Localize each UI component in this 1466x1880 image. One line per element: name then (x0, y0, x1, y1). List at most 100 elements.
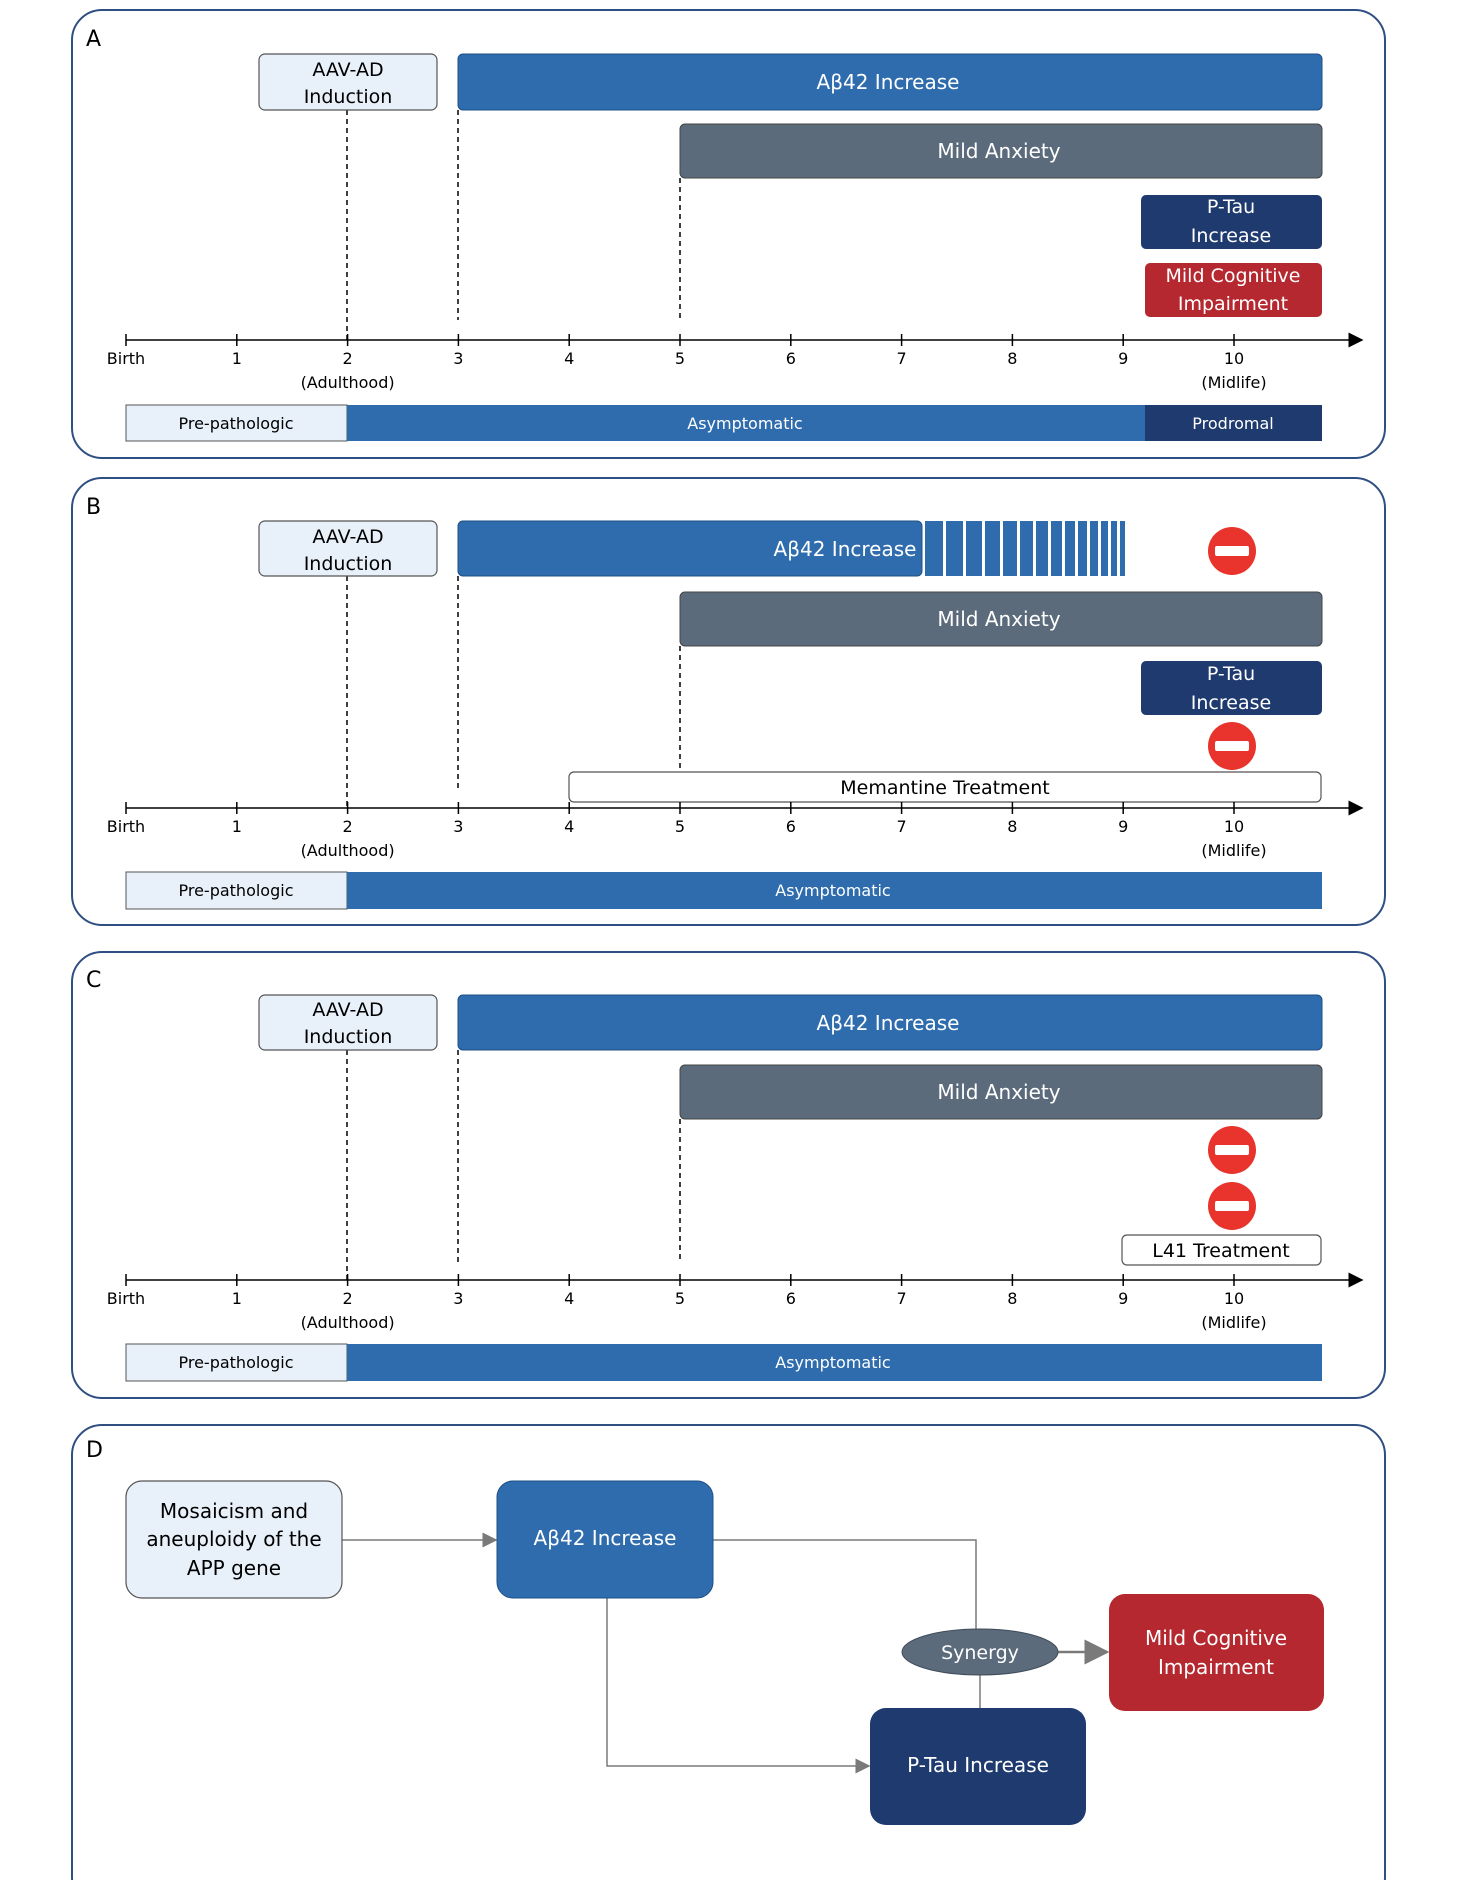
axis-tick-label: 9 (1118, 349, 1128, 368)
abeta-stripe (1090, 521, 1098, 576)
axis-tick-label: 7 (897, 349, 907, 368)
axis-tick-label: 8 (1007, 1289, 1017, 1308)
synergy-label: Synergy (941, 1642, 1019, 1664)
abeta-box (496, 1480, 714, 1599)
stage-prepathologic (125, 404, 348, 442)
panel-a: A AAV-AD Induction Aβ42 Increase Mild An… (71, 9, 1386, 459)
panel-d: D Mosaicism and aneuploidy of the APP ge… (71, 1424, 1386, 1880)
mci-bar (1145, 263, 1322, 317)
anxiety-label: Mild Anxiety (937, 139, 1060, 163)
induction-label-1: AAV-AD (312, 526, 383, 548)
panel-c: C AAV-AD Induction Aβ42 Increase Mild An… (71, 951, 1386, 1399)
anxiety-bar (679, 1064, 1323, 1120)
axis-tick-label: 8 (1007, 349, 1017, 368)
abeta-stripe (1078, 521, 1087, 576)
memantine-treatment-bar (568, 771, 1322, 803)
abeta-stripe (946, 521, 963, 576)
abeta-box-label: Aβ42 Increase (534, 1526, 677, 1550)
stage-prepathologic-label: Pre-pathologic (178, 881, 293, 900)
stage-prepathologic-label: Pre-pathologic (178, 1353, 293, 1372)
anxiety-bar (679, 591, 1323, 647)
axis-tick-label: 7 (897, 1289, 907, 1308)
axis-tick-label: 1 (232, 817, 242, 836)
abeta-bar (457, 994, 1323, 1051)
l41-treatment-label: L41 Treatment (1152, 1240, 1289, 1262)
stop-icon (1208, 1126, 1256, 1174)
panel-b: B AAV-AD Induction Aβ42 Increase Mild An… (71, 477, 1386, 926)
axis-tick-label: 1 (232, 349, 242, 368)
abeta-fading-stripes (925, 521, 1125, 576)
abeta-stripe (966, 521, 982, 576)
axis-tick-label: 3 (453, 349, 463, 368)
axis-tick-label: 10 (1224, 817, 1244, 836)
abeta-stripe (1003, 521, 1017, 576)
ptau-box-label: P-Tau Increase (907, 1753, 1049, 1777)
stage-asymptomatic-label: Asymptomatic (687, 414, 802, 433)
ptau-label-2: Increase (1191, 692, 1271, 714)
axis-tick-label: 7 (897, 817, 907, 836)
mosaicism-label-2: aneuploidy of the (146, 1527, 321, 1551)
ptau-label-1: P-Tau (1207, 196, 1255, 218)
stage-asymptomatic (347, 872, 1322, 909)
midlife-label: (Midlife) (1201, 373, 1266, 392)
induction-box (258, 53, 438, 111)
abeta-bar (457, 520, 923, 577)
panel-c-frame (71, 951, 1386, 1399)
mci-box-label-2: Impairment (1158, 1655, 1274, 1679)
abeta-stripe (1065, 521, 1075, 576)
axis-tick-label: 4 (564, 1289, 574, 1308)
adulthood-label: (Adulthood) (301, 841, 395, 860)
axis-tick-label: 8 (1007, 817, 1017, 836)
induction-label-1: AAV-AD (312, 59, 383, 81)
axis-tick-label: 3 (453, 817, 463, 836)
mci-box (1109, 1594, 1324, 1711)
axis-tick-label: Birth (107, 349, 145, 368)
axis-tick-label: 9 (1118, 1289, 1128, 1308)
induction-label-2: Induction (304, 1026, 393, 1048)
induction-label-2: Induction (304, 553, 393, 575)
mci-label-1: Mild Cognitive (1166, 265, 1301, 287)
axis-tick-label: 4 (564, 349, 574, 368)
induction-label-2: Induction (304, 86, 393, 108)
stop-icon (1208, 1182, 1256, 1230)
anxiety-label: Mild Anxiety (937, 607, 1060, 631)
ptau-label-2: Increase (1191, 225, 1271, 247)
synergy-node (901, 1628, 1059, 1676)
axis-tick-label: 6 (786, 349, 796, 368)
stage-prepathologic-label: Pre-pathologic (178, 414, 293, 433)
induction-label-1: AAV-AD (312, 999, 383, 1021)
axis-tick-label: 2 (343, 349, 353, 368)
axis-tick-label: 2 (343, 817, 353, 836)
panel-c-letter: C (86, 968, 101, 993)
adulthood-label: (Adulthood) (301, 373, 395, 392)
axis-tick-label: 9 (1118, 817, 1128, 836)
memantine-treatment-label: Memantine Treatment (840, 777, 1049, 799)
ptau-label-1: P-Tau (1207, 663, 1255, 685)
abeta-label: Aβ42 Increase (817, 70, 960, 94)
midlife-label: (Midlife) (1201, 841, 1266, 860)
stage-prodromal-label: Prodromal (1192, 414, 1273, 433)
abeta-stripe (1111, 521, 1117, 576)
adulthood-label: (Adulthood) (301, 1313, 395, 1332)
midlife-label: (Midlife) (1201, 1313, 1266, 1332)
ptau-bar (1141, 661, 1322, 715)
induction-box (258, 994, 438, 1051)
abeta-label: Aβ42 Increase (774, 537, 917, 561)
stage-asymptomatic (347, 1344, 1322, 1381)
mosaicism-label-3: APP gene (187, 1556, 281, 1580)
panel-a-letter: A (86, 27, 101, 52)
stop-icon (1208, 527, 1256, 575)
ptau-box (870, 1708, 1086, 1825)
abeta-stripe (925, 521, 943, 576)
anxiety-label: Mild Anxiety (937, 1080, 1060, 1104)
abeta-bar (457, 53, 1323, 111)
induction-box (258, 520, 438, 577)
panel-b-frame (71, 477, 1386, 926)
axis-tick-label: 10 (1224, 349, 1244, 368)
axis-tick-label: 10 (1224, 1289, 1244, 1308)
abeta-stripe (1101, 521, 1108, 576)
stage-asymptomatic (347, 405, 1145, 441)
